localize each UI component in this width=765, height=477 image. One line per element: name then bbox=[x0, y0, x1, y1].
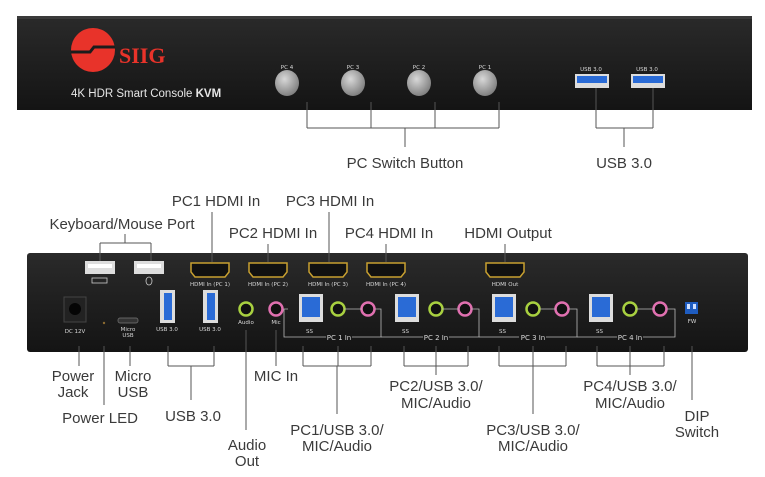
callout-audio-out-1: Audio bbox=[228, 437, 266, 454]
front-usb-port-1: USB 3.0 bbox=[575, 67, 609, 88]
hdmi-label: HDMI In (PC 2) bbox=[248, 282, 288, 288]
callout-pc3-group-1: PC3/USB 3.0/ bbox=[486, 422, 580, 439]
callout-pc3-group-2: MIC/Audio bbox=[498, 438, 568, 455]
button-cap[interactable] bbox=[407, 70, 431, 96]
front-panel: SIIG 4K HDR Smart Console KVM PC 4 PC 3 … bbox=[17, 16, 752, 110]
callout-front-usb: USB 3.0 bbox=[596, 155, 652, 172]
micro-usb-port: Micro USB bbox=[117, 317, 139, 339]
button-label: PC 3 bbox=[347, 65, 360, 71]
pc3-switch-button[interactable]: PC 3 bbox=[341, 65, 365, 96]
callout-pc3-hdmi: PC3 HDMI In bbox=[286, 193, 374, 210]
pc1-port-group: SS PC 1 In bbox=[283, 294, 382, 342]
usb-label: USB 3.0 bbox=[156, 327, 178, 333]
mic-in-jack: Mic bbox=[268, 301, 284, 326]
front-panel-body bbox=[17, 16, 752, 110]
callout-keyboard-mouse-port: Keyboard/Mouse Port bbox=[49, 216, 195, 233]
callout-power-led: Power LED bbox=[62, 410, 138, 427]
superspeed-icon: SS bbox=[596, 329, 603, 335]
usb-label: USB 3.0 bbox=[580, 67, 602, 73]
callout-pc1-group-2: MIC/Audio bbox=[302, 438, 372, 455]
usb-label: USB 3.0 bbox=[199, 327, 221, 333]
power-led bbox=[102, 321, 106, 325]
hdmi-in-pc2: HDMI In (PC 2) bbox=[248, 262, 288, 288]
callout-pc4-group-2: MIC/Audio bbox=[595, 395, 665, 412]
pc-group-label: PC 1 In bbox=[327, 334, 352, 342]
pc3-port-group: SS PC 3 In bbox=[479, 294, 578, 342]
callout-pc4-group-1: PC4/USB 3.0/ bbox=[583, 378, 677, 395]
audio-out-jack: Audio bbox=[238, 301, 254, 326]
siig-logo: SIIG bbox=[71, 28, 165, 72]
button-label: PC 1 bbox=[479, 65, 491, 71]
callout-back-usb3: USB 3.0 bbox=[165, 408, 221, 425]
pc2-switch-button[interactable]: PC 2 bbox=[407, 65, 431, 96]
callout-dip-switch-1: DIP bbox=[684, 408, 709, 425]
audio-label: Audio bbox=[238, 320, 254, 326]
hdmi-in-pc4: HDMI In (PC 4) bbox=[366, 262, 406, 288]
callout-pc2-group-2: MIC/Audio bbox=[401, 395, 471, 412]
superspeed-icon: SS bbox=[306, 329, 313, 335]
usb-label: USB 3.0 bbox=[636, 67, 658, 73]
front-usb-port-2: USB 3.0 bbox=[631, 67, 665, 88]
hdmi-label: HDMI Out bbox=[492, 282, 519, 288]
callout-micro-usb-1: Micro bbox=[115, 368, 152, 385]
micro-label: USB bbox=[122, 333, 134, 339]
callout-mic-in: MIC In bbox=[254, 368, 298, 385]
hdmi-label: HDMI In (PC 3) bbox=[308, 282, 348, 288]
back-panel: HDMI In (PC 1) HDMI In (PC 2) HDMI In (P… bbox=[27, 253, 748, 352]
pc4-port-group: SS PC 4 In bbox=[577, 294, 676, 342]
dc-power-jack: DC 12V bbox=[63, 296, 87, 335]
back-usb-port-2: USB 3.0 bbox=[199, 290, 221, 333]
hdmi-label: HDMI In (PC 1) bbox=[190, 282, 230, 288]
usb-tongue bbox=[633, 76, 663, 83]
pc-group-label: PC 3 In bbox=[521, 334, 546, 342]
superspeed-icon: SS bbox=[402, 329, 409, 335]
callout-pc4-hdmi: PC4 HDMI In bbox=[345, 225, 433, 242]
callout-power-jack-1: Power bbox=[52, 368, 95, 385]
button-cap[interactable] bbox=[341, 70, 365, 96]
mouse-usb-port bbox=[134, 261, 164, 286]
brand-name: SIIG bbox=[119, 43, 165, 68]
callout-pc-switch-button: PC Switch Button bbox=[347, 155, 464, 172]
pc1-switch-button[interactable]: PC 1 bbox=[473, 65, 497, 96]
hdmi-label: HDMI In (PC 4) bbox=[366, 282, 406, 288]
front-panel-top-edge bbox=[17, 16, 752, 19]
hdmi-out: HDMI Out bbox=[485, 262, 525, 288]
button-cap[interactable] bbox=[473, 70, 497, 96]
keyboard-usb-port bbox=[85, 261, 115, 284]
model-kvm: KVM bbox=[196, 88, 222, 100]
callout-audio-out-2: Out bbox=[235, 453, 260, 470]
pc2-port-group: SS PC 2 In bbox=[381, 294, 480, 342]
keyboard-icon bbox=[91, 277, 108, 284]
back-usb-port-1: USB 3.0 bbox=[156, 290, 178, 333]
usb-tongue bbox=[577, 76, 607, 83]
dip-switch[interactable]: FW bbox=[685, 302, 698, 325]
mic-label: Mic bbox=[271, 320, 280, 326]
callout-dip-switch-2: Switch bbox=[675, 424, 719, 441]
front-callout-lines bbox=[306, 88, 654, 147]
callout-pc1-hdmi: PC1 HDMI In bbox=[172, 193, 260, 210]
pc-group-label: PC 4 In bbox=[618, 334, 643, 342]
mouse-icon bbox=[145, 276, 153, 286]
dc-label: DC 12V bbox=[65, 329, 86, 335]
superspeed-icon: SS bbox=[499, 329, 506, 335]
callout-pc2-group-1: PC2/USB 3.0/ bbox=[389, 378, 483, 395]
hdmi-in-pc1: HDMI In (PC 1) bbox=[190, 262, 230, 288]
back-callout-lines bbox=[78, 212, 693, 430]
pc4-switch-button[interactable]: PC 4 bbox=[275, 65, 299, 96]
model-name: 4K HDR Smart Console KVM bbox=[71, 88, 221, 100]
callout-micro-usb-2: USB bbox=[118, 384, 149, 401]
button-label: PC 4 bbox=[281, 65, 294, 71]
hdmi-in-pc3: HDMI In (PC 3) bbox=[308, 262, 348, 288]
button-cap[interactable] bbox=[275, 70, 299, 96]
button-label: PC 2 bbox=[413, 65, 425, 71]
pc-group-label: PC 2 In bbox=[424, 334, 449, 342]
callout-pc1-group-1: PC1/USB 3.0/ bbox=[290, 422, 384, 439]
model-prefix: 4K HDR Smart Console bbox=[71, 88, 196, 100]
callout-hdmi-output: HDMI Output bbox=[464, 225, 552, 242]
micro-label: Micro bbox=[121, 327, 136, 333]
callout-power-jack-2: Jack bbox=[58, 384, 89, 401]
callout-pc2-hdmi: PC2 HDMI In bbox=[229, 225, 317, 242]
fw-label: FW bbox=[688, 319, 697, 325]
